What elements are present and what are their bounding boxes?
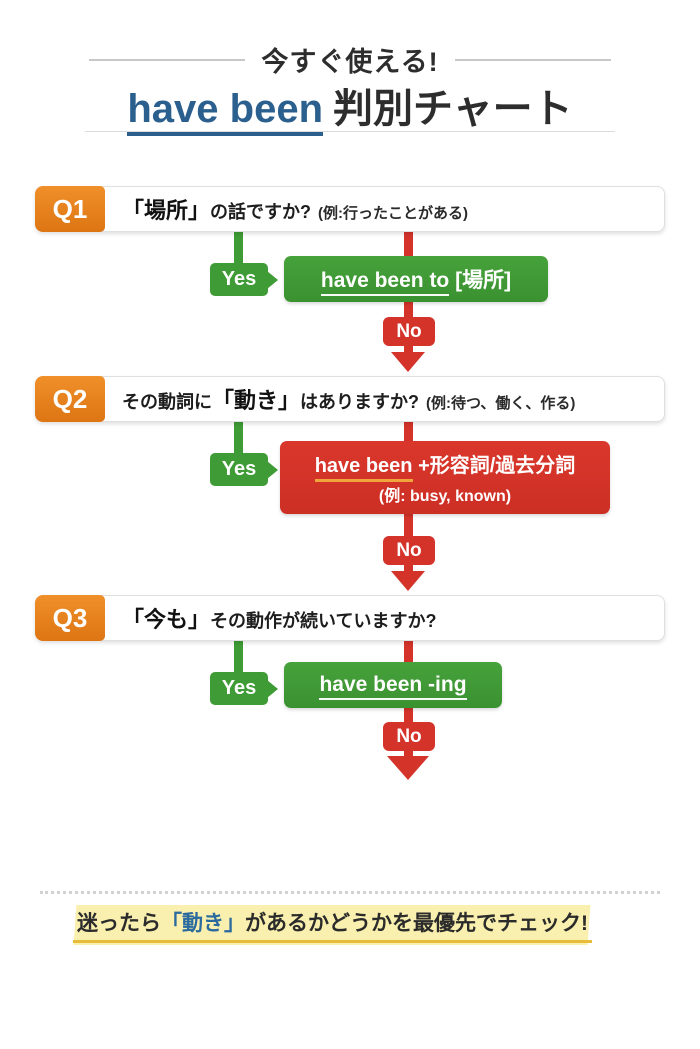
down-arrow-stem-q1: [404, 345, 413, 354]
result-underlined: have been -ing: [319, 673, 467, 700]
question-box-q3: Q3 「今も」 その動作が続いていますか?: [35, 595, 665, 641]
question-emphasis: 「今も」: [122, 607, 211, 632]
footer-note-emphasis: 「動き」: [160, 912, 245, 935]
question-badge-q1: Q1: [35, 186, 105, 232]
down-arrow-icon-q1: [391, 352, 425, 372]
question-pre: その動詞に: [122, 392, 212, 412]
down-arrow-stem-q2: [404, 564, 413, 573]
question-example: (例:待つ、働く、作る): [426, 395, 576, 412]
result-underlined: have been to: [320, 269, 450, 296]
yes-badge-q3: Yes: [210, 672, 268, 705]
question-badge-q3: Q3: [35, 595, 105, 641]
result-box-q2: have been +形容詞/過去分詞 (例: busy, known): [280, 441, 610, 514]
result-box-q1: have been to [場所]: [284, 256, 548, 302]
dotted-divider: [40, 891, 660, 894]
kicker-line-right: [454, 58, 611, 61]
kicker-text: 今すぐ使える!: [261, 47, 439, 77]
kicker-row: 今すぐ使える!: [0, 40, 700, 79]
result-box-q3: have been -ing: [284, 662, 502, 708]
result-rest: +形容詞/過去分詞: [412, 455, 576, 477]
yes-badge-q2: Yes: [210, 453, 268, 486]
footer-note-post: があるかどうかを最優先でチェック!: [244, 912, 588, 935]
yes-connector-line-q1: [234, 229, 243, 266]
yes-connector-line-q3: [234, 638, 243, 675]
result-rest: [場所]: [449, 269, 512, 292]
question-badge-q2: Q2: [35, 376, 105, 422]
down-arrow-icon-q2: [391, 571, 425, 591]
footer-note-text: 迷ったら「動き」があるかどうかを最優先でチェック!: [72, 907, 592, 943]
no-badge-q2: No: [383, 536, 435, 565]
question-post: の話ですか?: [210, 202, 312, 222]
no-badge-q1: No: [383, 317, 435, 346]
question-text-q3: 「今も」 その動作が続いていますか?: [122, 602, 443, 634]
down-arrow-stem-q3: [404, 750, 413, 758]
question-post: その動作が続いていますか?: [210, 611, 437, 631]
question-text-q1: 「場所」 の話ですか? (例:行ったことがある): [122, 193, 468, 225]
question-example: (例:行ったことがある): [318, 205, 469, 222]
question-emphasis: 「場所」: [122, 198, 211, 223]
result-sub-q2: (例: busy, known): [378, 488, 512, 505]
footer-note-pre: 迷ったら: [76, 912, 161, 935]
result-main-q3: have been -ing: [319, 673, 467, 700]
question-post: はありますか?: [300, 392, 420, 412]
yes-badge-q1: Yes: [210, 263, 268, 296]
question-box-q2: Q2 その動詞に 「動き」 はありますか? (例:待つ、働く、作る): [35, 376, 665, 422]
result-main-q2: have been +形容詞/過去分詞: [314, 449, 576, 482]
result-underlined: have been: [314, 455, 413, 482]
yes-connector-line-q2: [234, 419, 243, 456]
question-emphasis: 「動き」: [212, 388, 301, 413]
page-title-highlight: have been: [127, 87, 324, 136]
result-main-q1: have been to [場所]: [320, 264, 512, 296]
header-divider: [85, 131, 615, 132]
kicker-line-left: [89, 58, 246, 61]
down-arrow-icon-final: [387, 756, 429, 780]
question-box-q1: Q1 「場所」 の話ですか? (例:行ったことがある): [35, 186, 665, 232]
question-text-q2: その動詞に 「動き」 はありますか? (例:待つ、働く、作る): [122, 383, 575, 415]
page-title-rest: 判別チャート: [333, 87, 573, 131]
no-badge-q3: No: [383, 722, 435, 751]
footer-note-banner: 迷ったら「動き」があるかどうかを最優先でチェック!: [72, 905, 592, 945]
